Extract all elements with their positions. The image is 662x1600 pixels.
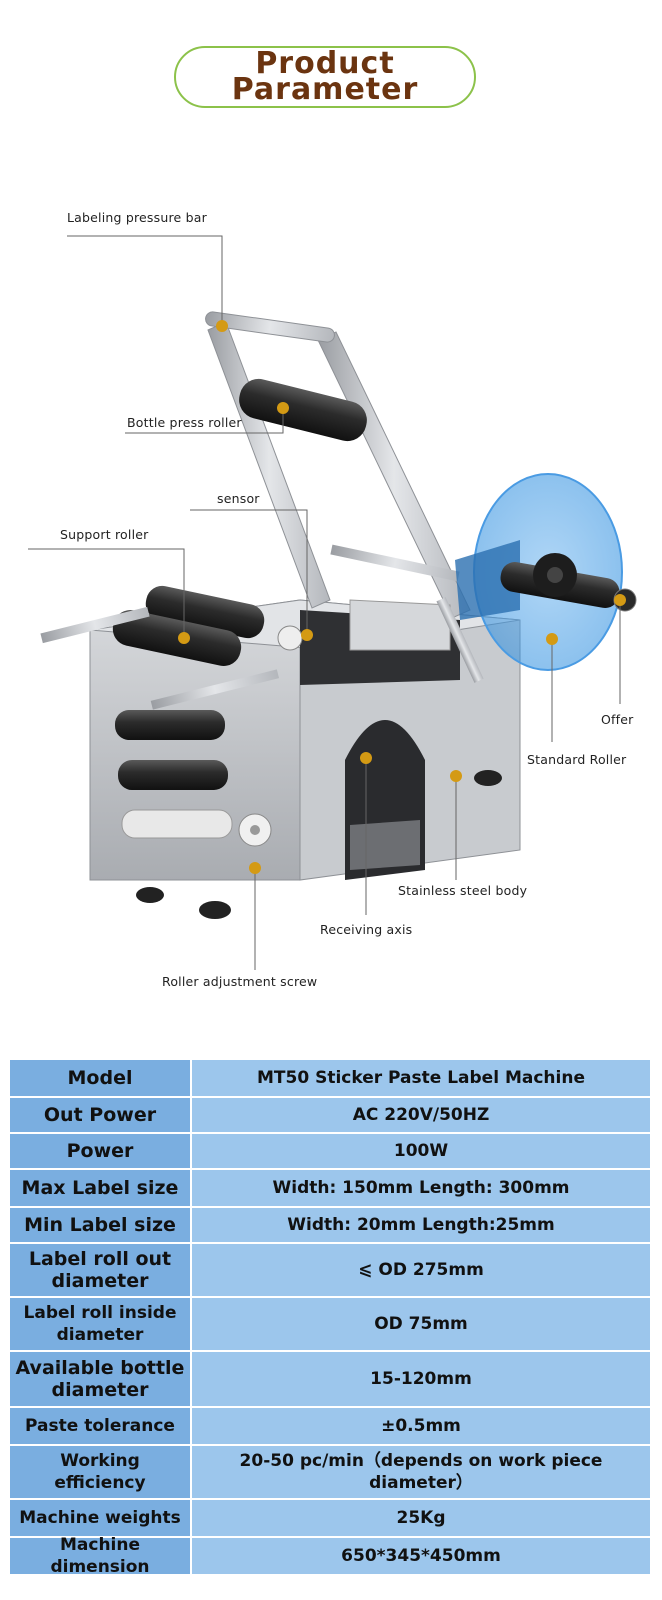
spec-label-roll-inside-diameter: Label roll inside diameter <box>10 1298 192 1350</box>
spec-value-machine-weights: 25Kg <box>192 1500 650 1536</box>
callout-stainless-steel-body: Stainless steel body <box>398 883 528 898</box>
page-title-badge: Product Parameter <box>174 46 476 108</box>
spec-value-out-power: AC 220V/50HZ <box>192 1098 650 1132</box>
table-row: Min Label size Width: 20mm Length:25mm <box>10 1208 650 1242</box>
spec-value-power: 100W <box>192 1134 650 1168</box>
table-row: Machine weights 25Kg <box>10 1500 650 1536</box>
page-title-line1: Product <box>255 46 395 81</box>
table-row: Machine dimension 650*345*450mm <box>10 1535 650 1577</box>
labeling-machine-illustration <box>28 235 637 970</box>
callout-sensor: sensor <box>217 491 260 506</box>
callout-labeling-pressure-bar: Labeling pressure bar <box>67 210 207 225</box>
spec-value-working-efficiency: 20-50 pc/min（depends on work piece diame… <box>192 1446 650 1498</box>
callout-support-roller: Support roller <box>60 527 149 542</box>
spec-label-paste-tolerance: Paste tolerance <box>10 1408 192 1444</box>
spec-label-working-efficiency: Working efficiency <box>10 1446 192 1498</box>
spec-value-model: MT50 Sticker Paste Label Machine <box>192 1060 650 1096</box>
spec-label-model: Model <box>10 1060 192 1096</box>
table-row: Working efficiency 20-50 pc/min（depends … <box>10 1446 650 1498</box>
spec-value-bottle-diameter: 15-120mm <box>192 1352 650 1406</box>
spec-label-machine-dimension: Machine dimension <box>10 1535 192 1577</box>
spec-label-bottle-diameter: Available bottle diameter <box>10 1352 192 1406</box>
spec-value-machine-dimension: 650*345*450mm <box>192 1538 650 1574</box>
table-row: Label roll out diameter ⩽ OD 275mm <box>10 1244 650 1296</box>
page-title-line2: Parameter <box>231 72 419 107</box>
spec-label-max-label-size: Max Label size <box>10 1170 192 1206</box>
spec-value-roll-inside-diameter: OD 75mm <box>192 1298 650 1350</box>
spec-label-out-power: Out Power <box>10 1098 192 1132</box>
spec-label-min-label-size: Min Label size <box>10 1208 192 1242</box>
table-row: Power 100W <box>10 1134 650 1168</box>
spec-label-roll-out-diameter: Label roll out diameter <box>10 1244 192 1296</box>
table-row: Paste tolerance ±0.5mm <box>10 1408 650 1444</box>
callout-standard-roller: Standard Roller <box>527 752 627 767</box>
callout-bottle-press-roller: Bottle press roller <box>127 415 242 430</box>
spec-value-paste-tolerance: ±0.5mm <box>192 1408 650 1444</box>
callout-offer: Offer <box>601 712 634 727</box>
spec-label-machine-weights: Machine weights <box>10 1500 192 1536</box>
callout-markers <box>178 320 626 874</box>
table-row: Max Label size Width: 150mm Length: 300m… <box>10 1170 650 1206</box>
spec-value-roll-out-diameter: ⩽ OD 275mm <box>192 1244 650 1296</box>
spec-value-max-label-size: Width: 150mm Length: 300mm <box>192 1170 650 1206</box>
spec-table: Model MT50 Sticker Paste Label Machine O… <box>10 1060 650 1577</box>
table-row: Available bottle diameter 15-120mm <box>10 1352 650 1406</box>
table-row: Out Power AC 220V/50HZ <box>10 1098 650 1132</box>
spec-label-power: Power <box>10 1134 192 1168</box>
product-diagram: Labeling pressure bar Bottle press rolle… <box>0 180 662 1020</box>
table-row: Label roll inside diameter OD 75mm <box>10 1298 650 1350</box>
callout-roller-adjustment-screw: Roller adjustment screw <box>162 974 318 989</box>
spec-value-min-label-size: Width: 20mm Length:25mm <box>192 1208 650 1242</box>
table-row: Model MT50 Sticker Paste Label Machine <box>10 1060 650 1096</box>
callout-receiving-axis: Receiving axis <box>320 922 413 937</box>
